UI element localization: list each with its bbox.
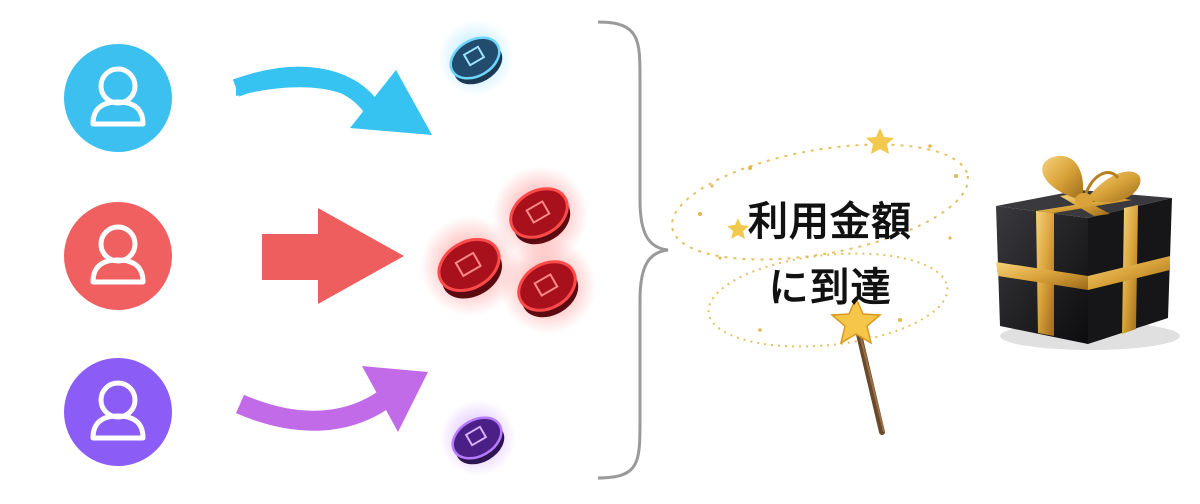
magic-swirl (671, 143, 969, 348)
gift-coin-icon-red-1 (492, 166, 588, 262)
gift-coin-icon-purple (440, 400, 516, 476)
person-icon (90, 224, 146, 285)
user-avatar-red (64, 202, 172, 310)
curved-arrow-blue (232, 66, 432, 135)
caption-line-2: に到達 (768, 265, 892, 311)
curved-arrow-purple (236, 366, 428, 432)
magic-wand-icon (830, 296, 885, 435)
user-avatar-purple (64, 358, 172, 466)
person-icon (90, 380, 146, 441)
gift-coin-icon-blue (438, 20, 514, 96)
person-icon (90, 66, 146, 127)
curly-brace (597, 20, 669, 480)
user-avatar-blue (64, 44, 172, 152)
straight-arrow-red (262, 208, 404, 304)
gift-box-icon (996, 155, 1180, 350)
star-icon (727, 218, 749, 239)
gift-coin-icon-red-3 (500, 238, 596, 334)
caption-line-1: 利用金額 (748, 199, 912, 245)
gift-coin-icon-red-2 (420, 216, 520, 316)
star-icon (866, 128, 894, 154)
